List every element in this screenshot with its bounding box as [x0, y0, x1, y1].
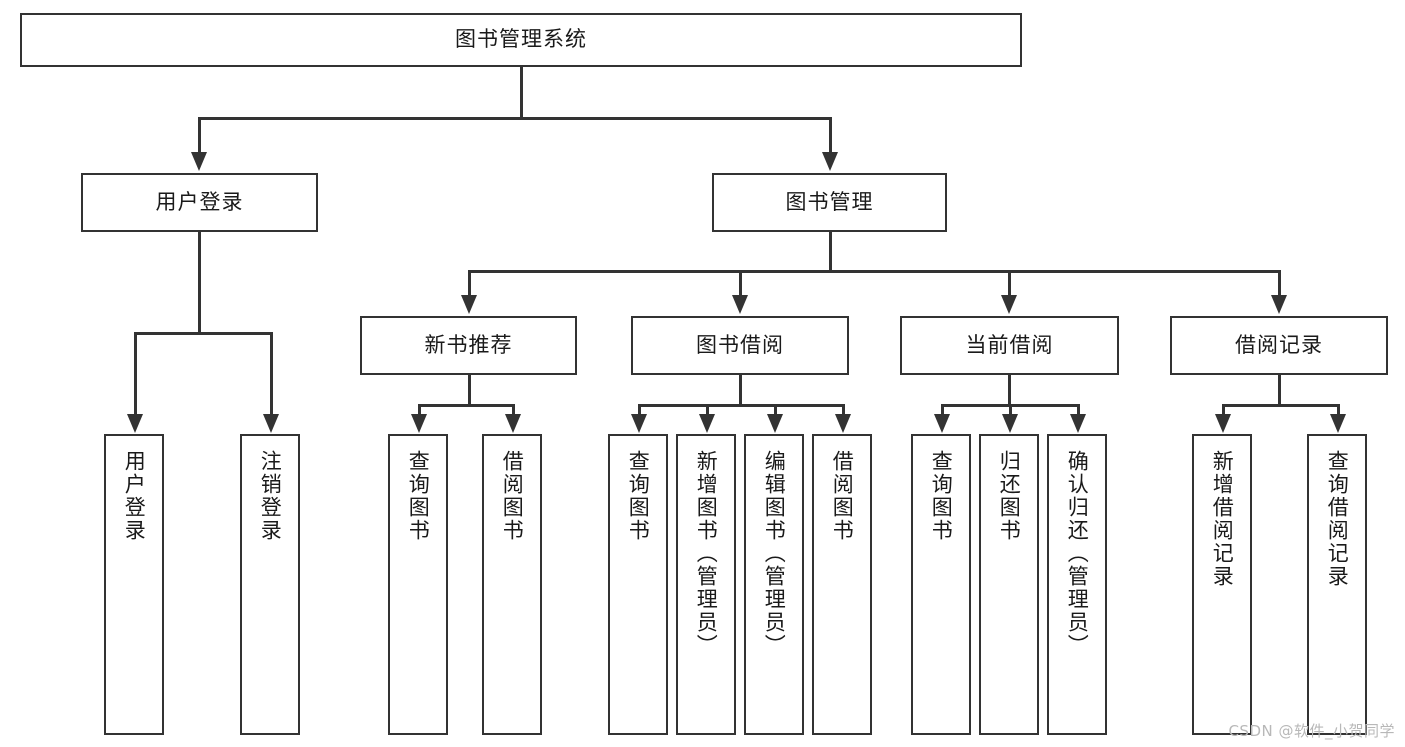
node-book-borrow[interactable]: 图书借阅	[631, 316, 849, 375]
leaf-current-borrow-query[interactable]: 查询图书	[911, 434, 971, 735]
arrow-cb-leaf1	[934, 414, 950, 433]
arrow-to-borrow-record	[1271, 295, 1287, 314]
edge-user-login-stem	[198, 232, 201, 334]
leaf-label: 用户登录	[122, 450, 147, 542]
leaf-label: 借阅图书	[830, 450, 855, 542]
leaf-label: 查询借阅记录	[1325, 450, 1350, 588]
leaf-label: 查询图书	[626, 450, 651, 542]
leaf-book-borrow-add[interactable]: 新增图书（管理员）	[676, 434, 736, 735]
leaf-book-borrow-borrow[interactable]: 借阅图书	[812, 434, 872, 735]
edge-nbr-leaf1	[418, 404, 421, 416]
edge-to-user-login	[198, 117, 201, 153]
edge-cb-leaf1	[941, 404, 944, 416]
edge-to-new-book-recommend	[468, 270, 471, 296]
arrow-to-book-management	[822, 152, 838, 171]
node-user-login[interactable]: 用户登录	[81, 173, 318, 232]
edge-new-book-recommend-stem	[468, 375, 471, 406]
edge-to-current-borrow	[1008, 270, 1011, 296]
arrow-to-new-book-recommend	[461, 295, 477, 314]
arrow-nbr-leaf1	[411, 414, 427, 433]
node-book-management[interactable]: 图书管理	[712, 173, 947, 232]
node-label: 图书管理系统	[455, 27, 587, 52]
arrow-to-user-login	[191, 152, 207, 171]
arrow-br-leaf2	[1330, 414, 1346, 433]
edge-bb-leaf3	[774, 404, 777, 416]
node-book-management-system[interactable]: 图书管理系统	[20, 13, 1022, 67]
leaf-label: 注销登录	[258, 450, 283, 542]
leaf-book-borrow-query[interactable]: 查询图书	[608, 434, 668, 735]
arrow-to-book-borrow	[732, 295, 748, 314]
node-borrow-record[interactable]: 借阅记录	[1170, 316, 1388, 375]
leaf-label: 归还图书	[997, 450, 1022, 542]
node-label: 图书借阅	[696, 332, 784, 357]
node-label: 新书推荐	[424, 332, 513, 357]
arrow-br-leaf1	[1215, 414, 1231, 433]
edge-book-borrow-stem	[739, 375, 742, 406]
leaf-current-borrow-confirm-return[interactable]: 确认归还（管理员）	[1047, 434, 1107, 735]
arrow-user-login-leaf1	[127, 414, 143, 433]
edge-cb-leaf2	[1009, 404, 1012, 416]
edge-level2-bar	[468, 270, 1280, 273]
edge-new-book-recommend-bar	[418, 404, 514, 407]
edge-to-book-borrow	[739, 270, 742, 296]
leaf-label: 新增图书（管理员）	[694, 450, 719, 657]
edge-to-book-management	[829, 117, 832, 153]
leaf-user-login-logout[interactable]: 注销登录	[240, 434, 300, 735]
leaf-label: 编辑图书（管理员）	[762, 450, 787, 657]
leaf-book-borrow-edit[interactable]: 编辑图书（管理员）	[744, 434, 804, 735]
leaf-new-book-query[interactable]: 查询图书	[388, 434, 448, 735]
edge-to-borrow-record	[1278, 270, 1281, 296]
arrow-cb-leaf3	[1070, 414, 1086, 433]
leaf-label: 新增借阅记录	[1210, 450, 1235, 588]
node-new-book-recommend[interactable]: 新书推荐	[360, 316, 577, 375]
edge-root-stem	[520, 67, 523, 119]
arrow-nbr-leaf2	[505, 414, 521, 433]
edge-borrow-record-bar	[1222, 404, 1339, 407]
leaf-label: 查询图书	[929, 450, 954, 542]
edge-user-login-leaf2	[270, 332, 273, 416]
arrow-user-login-leaf2	[263, 414, 279, 433]
edge-borrow-record-stem	[1278, 375, 1281, 406]
edge-user-login-bar	[134, 332, 273, 335]
edge-level1-bar	[198, 117, 832, 120]
node-label: 当前借阅	[965, 332, 1054, 357]
edge-user-login-leaf1	[134, 332, 137, 416]
leaf-current-borrow-return[interactable]: 归还图书	[979, 434, 1039, 735]
arrow-to-current-borrow	[1001, 295, 1017, 314]
leaf-new-book-borrow[interactable]: 借阅图书	[482, 434, 542, 735]
arrow-bb-leaf4	[835, 414, 851, 433]
edge-br-leaf1	[1222, 404, 1225, 416]
leaf-label: 查询图书	[406, 450, 431, 542]
node-current-borrow[interactable]: 当前借阅	[900, 316, 1119, 375]
arrow-bb-leaf3	[767, 414, 783, 433]
edge-cb-leaf3	[1077, 404, 1080, 416]
edge-bb-leaf2	[706, 404, 709, 416]
leaf-user-login-login[interactable]: 用户登录	[104, 434, 164, 735]
edge-br-leaf2	[1337, 404, 1340, 416]
arrow-cb-leaf2	[1002, 414, 1018, 433]
csdn-watermark: CSDN @软件_小贺同学	[1228, 722, 1395, 740]
node-label: 图书管理	[785, 189, 874, 214]
edge-bb-leaf4	[842, 404, 845, 416]
edge-book-borrow-bar	[638, 404, 844, 407]
leaf-label: 借阅图书	[500, 450, 525, 542]
edge-book-management-stem	[829, 232, 832, 272]
leaf-borrow-record-add[interactable]: 新增借阅记录	[1192, 434, 1252, 735]
leaf-label: 确认归还（管理员）	[1065, 450, 1090, 657]
node-label: 借阅记录	[1235, 332, 1323, 357]
arrow-bb-leaf2	[699, 414, 715, 433]
edge-current-borrow-stem	[1008, 375, 1011, 406]
arrow-bb-leaf1	[631, 414, 647, 433]
leaf-borrow-record-query[interactable]: 查询借阅记录	[1307, 434, 1367, 735]
edge-bb-leaf1	[638, 404, 641, 416]
node-label: 用户登录	[155, 189, 244, 214]
edge-nbr-leaf2	[512, 404, 515, 416]
